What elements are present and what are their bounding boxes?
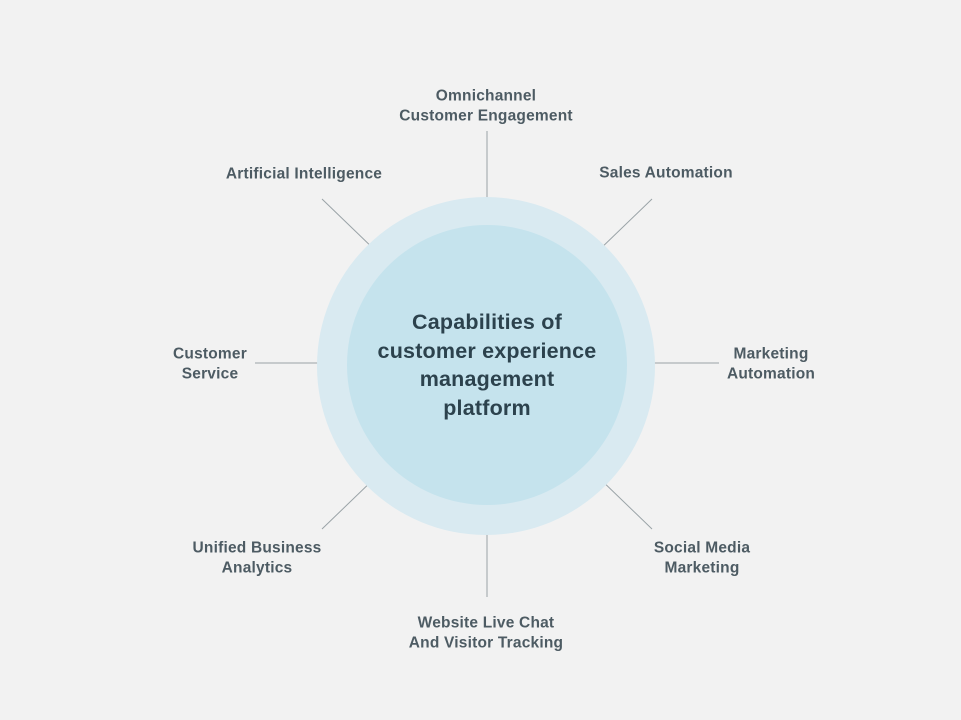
node-label-line: Marketing [664, 559, 740, 576]
node-label-line: Omnichannel [435, 87, 537, 105]
node-label-line: Automation [726, 365, 816, 382]
node-label-line: Sales Automation [599, 164, 733, 182]
node-sales-automation: Sales Automation [599, 163, 733, 183]
node-label-line: Marketing [733, 345, 809, 363]
center-title-line: Capabilities of [412, 310, 562, 334]
node-label-line: Service [181, 365, 239, 382]
node-label-line: Unified Business [192, 539, 322, 557]
node-label-line: Customer [173, 345, 247, 363]
node-label-line: Website Live Chat [417, 614, 555, 632]
node-website-live-chat: Website Live Chat And Visitor Tracking [409, 614, 563, 653]
node-label-line: Artificial Intelligence [225, 165, 383, 183]
center-title-line: management [419, 367, 555, 391]
node-customer-service: Customer Service [173, 345, 247, 384]
node-marketing-automation: Marketing Automation [727, 345, 815, 384]
center-title-line: platform [443, 395, 531, 420]
node-label-line: Analytics [221, 559, 293, 576]
node-social-media-marketing: Social Media Marketing [654, 539, 750, 578]
center-title: Capabilities of customer experience mana… [327, 225, 647, 505]
node-label-line: Customer Engagement [399, 107, 573, 124]
node-label-line: And Visitor Tracking [408, 634, 564, 651]
node-omnichannel-customer-engagement: Omnichannel Customer Engagement [399, 87, 572, 126]
node-unified-business-analytics: Unified Business Analytics [193, 539, 322, 578]
node-label-line: Social Media [653, 539, 751, 557]
center-title-line: customer experience [377, 338, 597, 363]
node-artificial-intelligence: Artificial Intelligence [226, 164, 382, 184]
center-inner-circle [347, 225, 627, 505]
